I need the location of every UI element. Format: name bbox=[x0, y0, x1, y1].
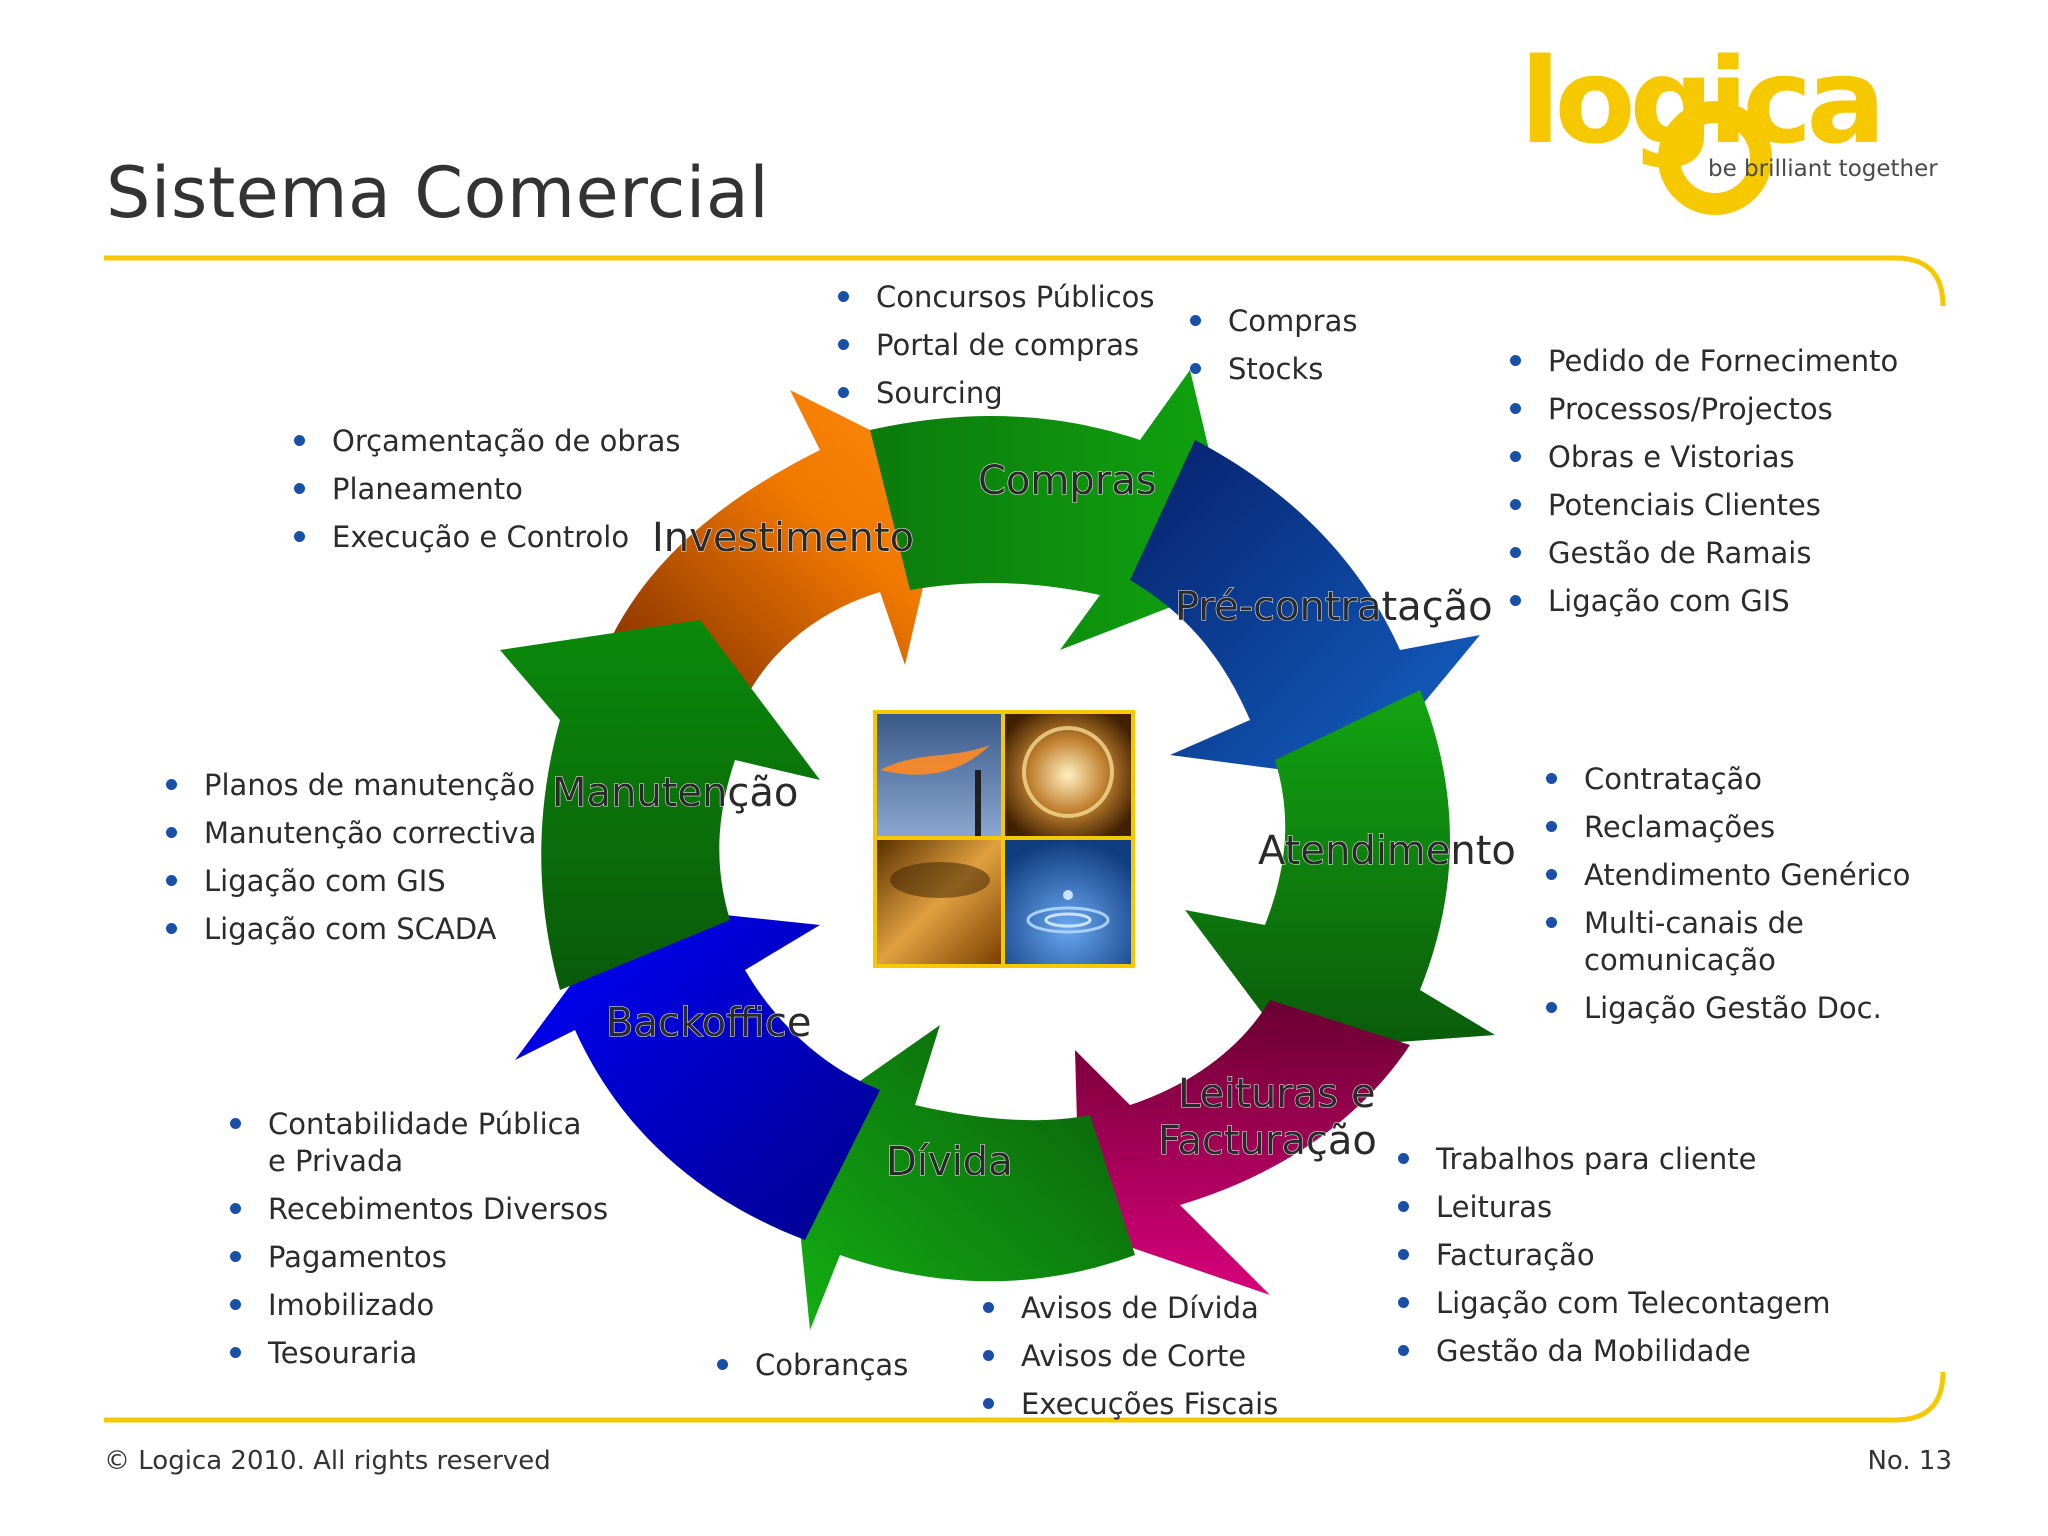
list-item: Execução e Controlo bbox=[294, 519, 681, 556]
bottom-rule bbox=[104, 1371, 1946, 1423]
center-image bbox=[873, 710, 1135, 968]
top-rule bbox=[104, 255, 1946, 307]
list-item: Execuções Fiscais bbox=[983, 1386, 1278, 1423]
list-item: Reclamações bbox=[1546, 809, 1966, 846]
segment-divida bbox=[790, 1025, 1135, 1330]
list-item: Gestão de Ramais bbox=[1510, 535, 1898, 572]
list-item: Imobilizado bbox=[230, 1287, 630, 1324]
list-item: Recebimentos Diversos bbox=[230, 1191, 630, 1228]
tile-pipeline bbox=[877, 840, 1001, 964]
list-item: Portal de compras bbox=[838, 327, 1154, 364]
list-item: Ligação com Telecontagem bbox=[1398, 1285, 1830, 1322]
list-item: Compras bbox=[1190, 303, 1357, 340]
list-investimento: Orçamentação de obras Planeamento Execuç… bbox=[294, 423, 681, 567]
list-item: Processos/Projectos bbox=[1510, 391, 1898, 428]
list-divida: Avisos de Dívida Avisos de Corte Execuçõ… bbox=[983, 1290, 1278, 1434]
list-item: Planos de manutenção bbox=[166, 767, 536, 804]
list-compras: Compras Stocks bbox=[1190, 303, 1357, 399]
label-backoffice: Backoffice bbox=[606, 1000, 811, 1046]
list-item: Trabalhos para cliente bbox=[1398, 1141, 1830, 1178]
list-item: Concursos Públicos bbox=[838, 279, 1154, 316]
label-pre-contratacao: Pré-contratação bbox=[1175, 584, 1493, 630]
label-investimento: Investimento bbox=[652, 515, 914, 561]
list-item: Avisos de Dívida bbox=[983, 1290, 1278, 1327]
page-title: Sistema Comercial bbox=[106, 152, 770, 234]
logo-tagline: be brilliant together bbox=[1708, 156, 1938, 182]
label-divida: Dívida bbox=[886, 1139, 1013, 1185]
list-item: Orçamentação de obras bbox=[294, 423, 681, 460]
list-item: Obras e Vistorias bbox=[1510, 439, 1898, 476]
list-leituras: Trabalhos para cliente Leituras Facturaç… bbox=[1398, 1141, 1830, 1381]
list-item: Tesouraria bbox=[230, 1335, 630, 1372]
list-item: Ligação com SCADA bbox=[166, 911, 536, 948]
list-investimento-sourcing: Concursos Públicos Portal de compras Sou… bbox=[838, 279, 1154, 423]
list-cobrancas: Cobranças bbox=[717, 1347, 908, 1395]
list-item: Planeamento bbox=[294, 471, 681, 508]
list-backoffice: Contabilidade Pública e Privada Recebime… bbox=[230, 1106, 630, 1383]
list-item: Ligação com GIS bbox=[1510, 583, 1898, 620]
label-manutencao: Manutenção bbox=[552, 770, 798, 816]
list-item: Atendimento Genérico bbox=[1546, 857, 1966, 894]
list-item: Leituras bbox=[1398, 1189, 1830, 1226]
list-item: Multi-canais de comunicação bbox=[1546, 905, 1834, 979]
list-manutencao: Planos de manutenção Manutenção correcti… bbox=[166, 767, 536, 959]
label-atendimento: Atendimento bbox=[1258, 828, 1516, 874]
logo-wordmark: logica bbox=[1520, 32, 1880, 170]
segment-backoffice bbox=[515, 905, 880, 1240]
slide-number: No. 13 bbox=[1867, 1446, 1952, 1476]
segment-leituras bbox=[1075, 1000, 1410, 1295]
list-item: Gestão da Mobilidade bbox=[1398, 1333, 1830, 1370]
list-item: Ligação com GIS bbox=[166, 863, 536, 900]
list-item: Ligação Gestão Doc. bbox=[1546, 990, 1966, 1027]
label-compras: Compras bbox=[978, 458, 1157, 504]
label-leituras-line2: Facturação bbox=[1158, 1118, 1377, 1164]
list-item: Sourcing bbox=[838, 375, 1154, 412]
tile-gas-flare bbox=[877, 714, 1001, 836]
segment-pre-contratacao bbox=[1130, 440, 1480, 780]
logo-ring bbox=[1658, 101, 1772, 215]
copyright-text: © Logica 2010. All rights reserved bbox=[104, 1446, 551, 1476]
list-item: Contratação bbox=[1546, 761, 1966, 798]
list-item: Cobranças bbox=[717, 1347, 908, 1384]
list-item: Avisos de Corte bbox=[983, 1338, 1278, 1375]
list-item: Facturação bbox=[1398, 1237, 1830, 1274]
list-item: Pedido de Fornecimento bbox=[1510, 343, 1898, 380]
list-atendimento: Contratação Reclamações Atendimento Gené… bbox=[1546, 761, 1966, 1038]
logica-logo: logica be brilliant together bbox=[1520, 32, 1938, 215]
label-leituras-line1: Leituras e bbox=[1178, 1071, 1375, 1117]
list-pre-contratacao: Pedido de Fornecimento Processos/Project… bbox=[1510, 343, 1898, 631]
list-item: Potenciais Clientes bbox=[1510, 487, 1898, 524]
segment-atendimento bbox=[1185, 690, 1495, 1050]
segment-manutencao bbox=[500, 620, 820, 990]
list-item: Pagamentos bbox=[230, 1239, 630, 1276]
list-item: Contabilidade Pública e Privada bbox=[230, 1106, 608, 1180]
list-item: Stocks bbox=[1190, 351, 1357, 388]
tile-water-drop bbox=[1005, 840, 1131, 964]
list-item: Manutenção correctiva bbox=[166, 815, 536, 852]
